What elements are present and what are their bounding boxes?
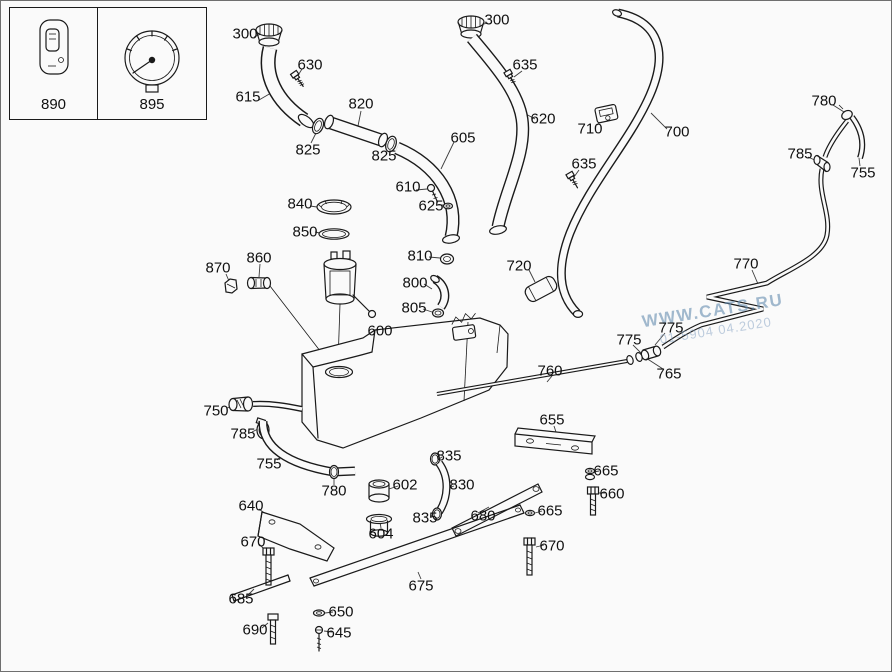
inset-label-890: 890: [40, 96, 67, 113]
cup-602: [368, 479, 390, 503]
filler-cap-300-left: [255, 23, 283, 47]
hose-755-top: [849, 115, 866, 159]
washer-665-right: [584, 467, 596, 481]
inset-box-890: 890: [9, 7, 98, 120]
bracket-640: [257, 511, 335, 562]
bolt-690: [267, 613, 279, 645]
hose-bracket-710: [594, 103, 619, 124]
sealing-ring-825-left: [311, 117, 325, 135]
filler-neck-615: [260, 46, 315, 129]
nut-870: [224, 278, 238, 294]
clamp-780-top: [838, 104, 853, 121]
cap-604: [365, 513, 393, 537]
screw-635-upper: [503, 68, 517, 87]
fuel-gauge-icon: [124, 30, 180, 93]
bolt-660: [586, 486, 600, 516]
bolt-670-right: [523, 537, 536, 576]
elbow-hose-800: [430, 274, 450, 310]
filler-pipe-620: [467, 33, 530, 235]
valve-750: [228, 396, 303, 412]
fuel-pump-module: [323, 250, 377, 364]
clamp-780-lower: [328, 464, 340, 480]
sealing-ring-825-right: [385, 135, 397, 153]
screw-645: [314, 625, 324, 652]
clamp-835-upper: [429, 452, 441, 466]
clamp-835-lower: [431, 507, 443, 521]
hose-755-lower: [258, 420, 356, 477]
locking-ring-840: [316, 199, 352, 215]
hose-820: [323, 114, 389, 148]
grommet-810: [439, 253, 455, 265]
vent-line-770: [661, 119, 849, 350]
strap-680: [451, 483, 543, 537]
bolt-610: [426, 183, 439, 203]
drain-hose-830: [435, 460, 451, 515]
connector-785-top: [813, 154, 831, 173]
inset-box-895: 895: [97, 7, 207, 120]
bolt-670-left: [262, 547, 275, 586]
rod-685: [231, 574, 291, 602]
fuel-tank-600: [301, 312, 509, 449]
inset-label-895: 895: [139, 96, 165, 113]
ring-805: [431, 308, 445, 318]
breather-hose-700: [557, 8, 664, 319]
sleeve-720: [524, 275, 558, 303]
bracket-655: [514, 427, 596, 455]
connector-775-a: [640, 345, 662, 361]
washer-665-left: [524, 509, 536, 517]
washer-650: [312, 609, 326, 617]
filler-pipe-605: [394, 142, 460, 244]
connector-775-b: [626, 352, 643, 365]
seal-ring-850: [318, 228, 350, 240]
tank-sender-unit-icon: [39, 19, 69, 75]
filler-cap-300-right: [457, 15, 485, 39]
washer-625: [442, 202, 454, 210]
screw-630: [289, 69, 305, 87]
screw-635-lower: [565, 170, 579, 189]
fuel-line-760: [436, 359, 628, 396]
strap-675: [309, 504, 525, 587]
